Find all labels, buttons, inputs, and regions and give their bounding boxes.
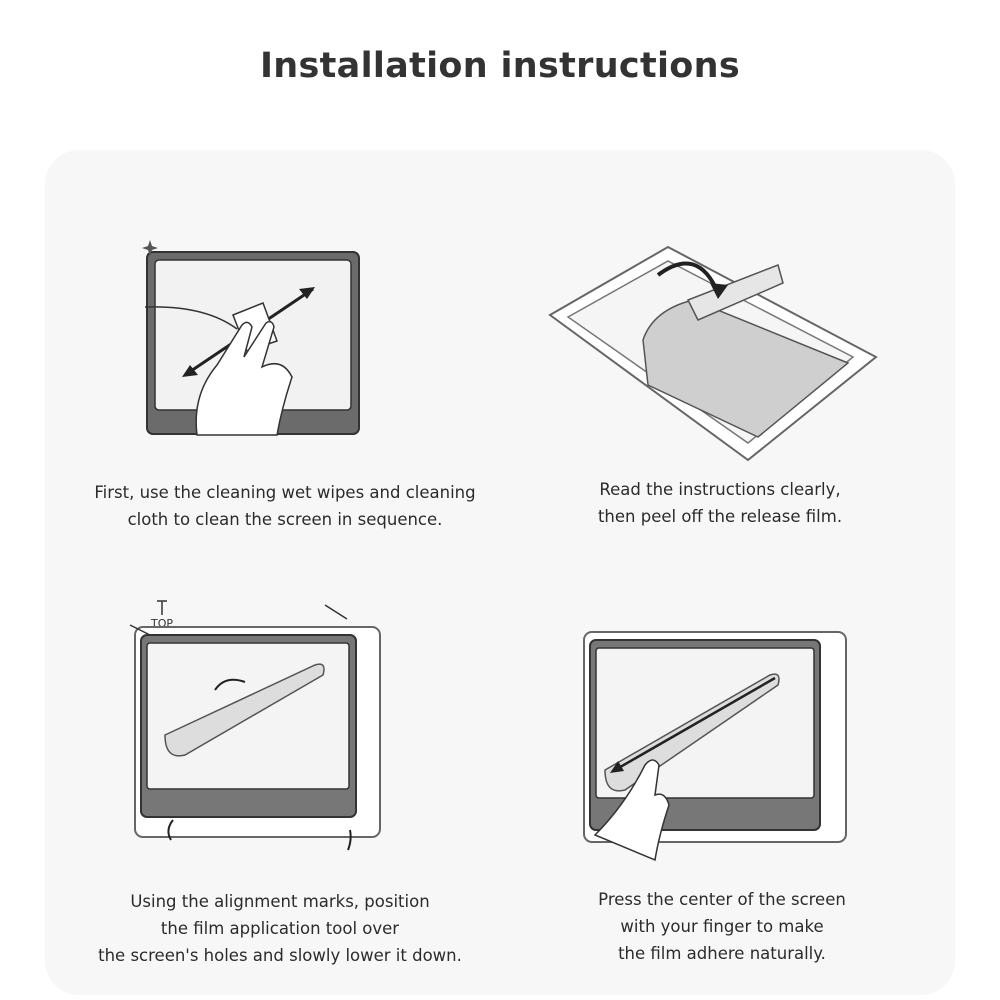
- align-tool-illustration: TOP: [129, 600, 381, 851]
- caption-line: Read the instructions clearly,: [599, 480, 841, 499]
- caption-line: the film adhere naturally.: [618, 944, 826, 963]
- caption-line: cloth to clean the screen in sequence.: [127, 510, 443, 529]
- caption-line: then peel off the release film.: [597, 507, 843, 526]
- caption-line: Using the alignment marks, position: [130, 892, 430, 911]
- caption-line: First, use the cleaning wet wipes and cl…: [94, 483, 476, 502]
- step-1-caption: First, use the cleaning wet wipes and cl…: [40, 479, 530, 533]
- step-3-caption: Using the alignment marks, position the …: [40, 888, 520, 969]
- page-title: Installation instructions: [259, 46, 741, 86]
- press-finger-illustration: [583, 631, 847, 862]
- caption-line: Press the center of the screen: [598, 890, 846, 909]
- clean-screen-illustration: [142, 240, 360, 436]
- step-2-caption: Read the instructions clearly, then peel…: [520, 476, 920, 530]
- caption-line: with your finger to make: [620, 917, 824, 936]
- caption-line: the screen's holes and slowly lower it d…: [98, 946, 462, 965]
- step-4-caption: Press the center of the screen with your…: [522, 886, 922, 967]
- peel-film-illustration: [548, 245, 878, 462]
- caption-line: the film application tool over: [160, 919, 400, 938]
